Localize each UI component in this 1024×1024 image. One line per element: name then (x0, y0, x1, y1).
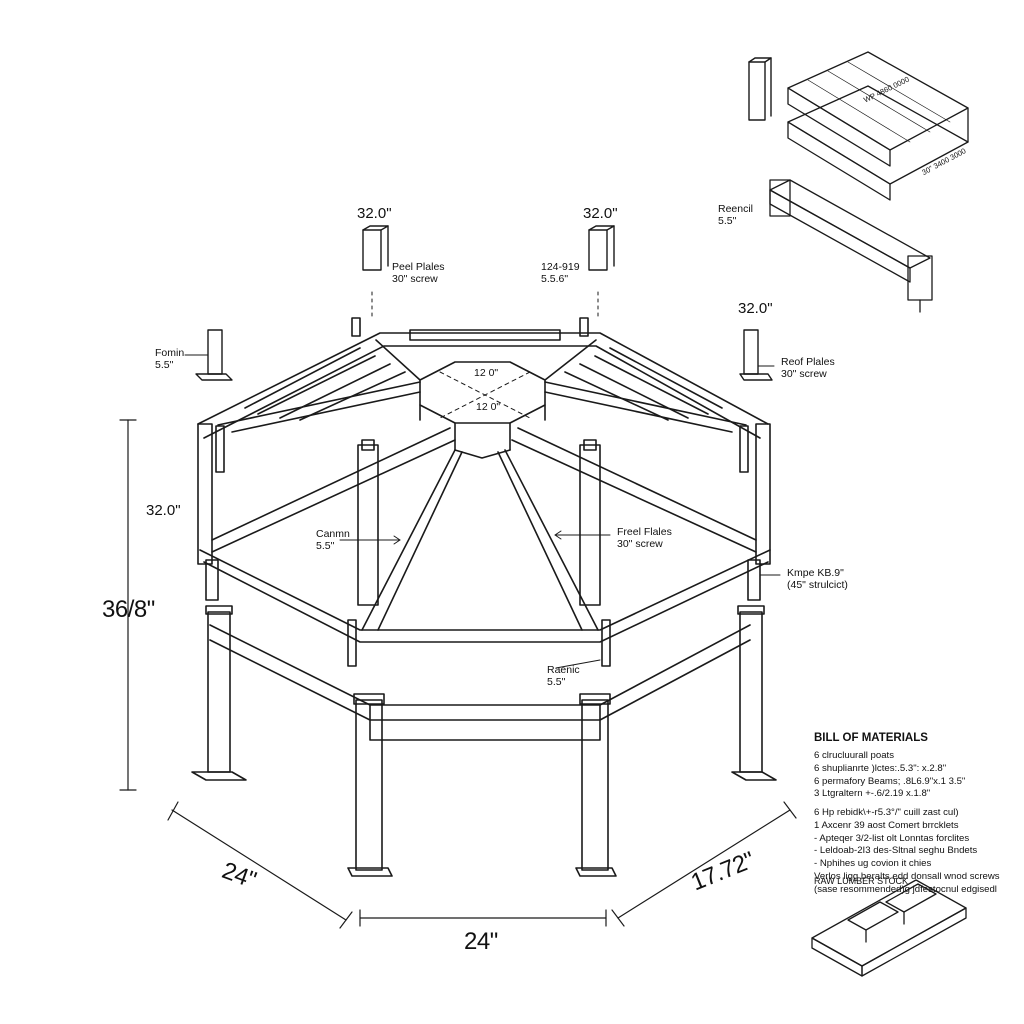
dim-overall-height: 36/8" (102, 596, 155, 623)
dim-side-height: 32.0" (146, 502, 181, 519)
post (355, 699, 383, 871)
bom-line: 6 clrucluurall poats (814, 750, 894, 761)
bom-line: 6 shuplianrte )lctes:.5.3": x.2.8" (814, 762, 947, 774)
lumber-stack-icon (787, 51, 969, 201)
hub-dim-top: 12 0" (474, 367, 499, 379)
bom-line: - Nphihes ug covion it chies (814, 858, 932, 869)
dim-front: 24" (464, 928, 498, 955)
bom-title: BILL OF MATERIALS (814, 732, 928, 744)
beam-bracket-icon (769, 179, 933, 313)
roof-frame (197, 317, 771, 667)
dimension-lines (119, 419, 797, 929)
base-frame (191, 605, 777, 877)
leader-lines (184, 354, 781, 669)
bom-line: 1 Axcenr 39 aost Comert brrcklets (814, 819, 959, 831)
knee-brace-note: Kmpe KB.9"(45" strulcict) (787, 567, 848, 592)
dim-top-right-post: 32.0" (583, 205, 618, 222)
bom-line: (sase resommended)g jdfestocnul edgisedl (814, 883, 997, 895)
raw-lumber-icon (811, 879, 967, 977)
bom-line: - Leldoab-2I3 des-Sltnal seghu Bndets (814, 845, 978, 857)
dim-top-left-post: 32.0" (357, 205, 392, 222)
hub-dim-bottom: 12 0" (476, 401, 501, 413)
post (581, 699, 609, 871)
bom-line: 6 Hp rebidk\+-r5.3°/" cuill zast cul) (814, 807, 959, 818)
dim-right-post: 32.0" (738, 300, 773, 317)
bom-line: Verlos ligg beralts edd donsall wnod scr… (814, 870, 1000, 882)
bom-line: 3 Ltgraltern +-.6/2.19 x.1.8" (814, 788, 931, 800)
part-details (195, 57, 773, 381)
post (207, 611, 231, 773)
raw-lumber-label: RAW LUMBER STOCK (814, 876, 909, 886)
bom-line: 6 permafory Beams; .8L6.9"x.1 3.5" (814, 775, 966, 787)
bom-line: - Apteqer 3/2-list olt Lonntas forclites (814, 832, 970, 844)
post (739, 611, 763, 773)
